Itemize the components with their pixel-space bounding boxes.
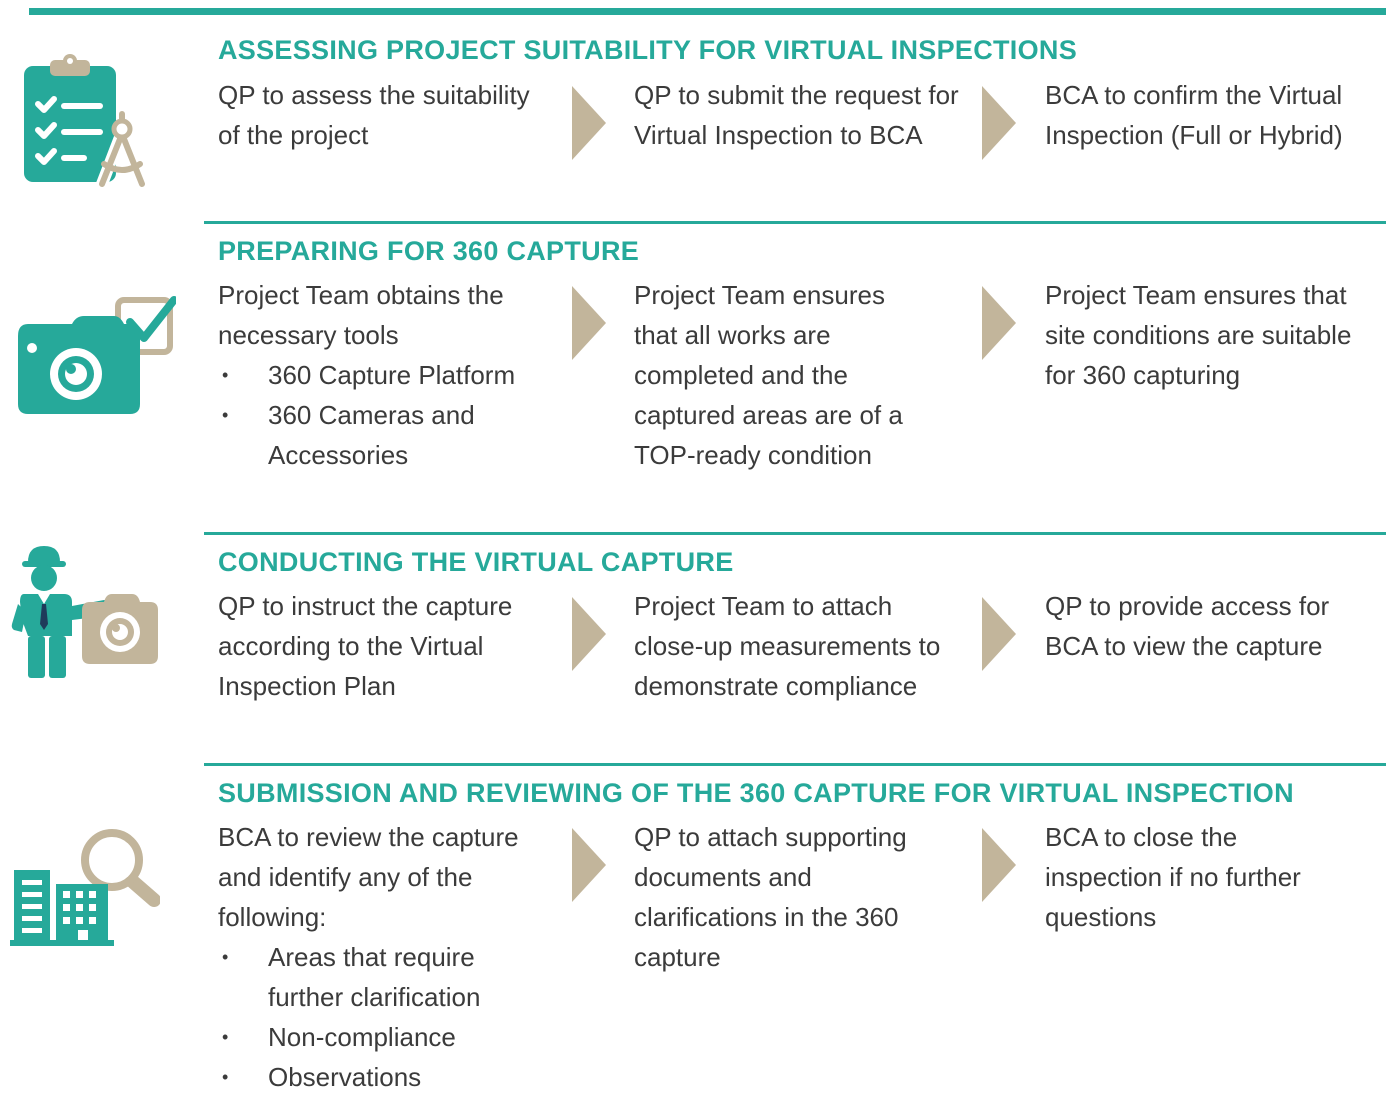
step-obtain-tools: Project Team obtains the necessary tools… <box>218 275 558 475</box>
step-attach-measurements: Project Team to attach close-up measurem… <box>634 586 944 706</box>
step-bca-confirm: BCA to confirm the Virtual Inspection (F… <box>1045 75 1385 155</box>
camera-checkbox-icon <box>18 296 176 414</box>
step-close-inspection: BCA to close the inspection if no furthe… <box>1045 817 1345 937</box>
section-title-preparing: PREPARING FOR 360 CAPTURE <box>218 236 640 266</box>
building-magnifier-icon <box>10 829 160 946</box>
step-site-conditions: Project Team ensures that site condition… <box>1045 275 1385 395</box>
step-text: Project Team ensures that all works are … <box>634 280 903 470</box>
list-item: 360 Cameras and Accessories <box>218 395 558 475</box>
step-attach-documents: QP to attach supporting documents and cl… <box>634 817 944 977</box>
chevron-right-icon <box>982 286 1016 360</box>
list-item: Areas that require further clarification <box>218 937 548 1017</box>
section-divider <box>204 763 1386 766</box>
list-item: 360 Capture Platform <box>218 355 558 395</box>
list-item: Non-compliance <box>218 1017 548 1057</box>
chevron-right-icon <box>572 597 606 671</box>
step-text: QP to instruct the capture according to … <box>218 591 513 701</box>
step-bca-review: BCA to review the capture and identify a… <box>218 817 548 1097</box>
chevron-right-icon <box>572 86 606 160</box>
chevron-right-icon <box>982 828 1016 902</box>
top-rule <box>29 8 1386 15</box>
section-divider <box>204 221 1386 224</box>
step-text: QP to provide access for BCA to view the… <box>1045 591 1330 661</box>
step-text: QP to assess the suitability of the proj… <box>218 80 530 150</box>
step-text: Project Team obtains the necessary tools <box>218 280 504 350</box>
step-works-completed: Project Team ensures that all works are … <box>634 275 934 475</box>
chevron-right-icon <box>982 86 1016 160</box>
step-text: BCA to close the inspection if no furthe… <box>1045 822 1301 932</box>
step-text: Project Team to attach close-up measurem… <box>634 591 941 701</box>
step-text: QP to attach supporting documents and cl… <box>634 822 907 972</box>
section-title-conducting: CONDUCTING THE VIRTUAL CAPTURE <box>218 547 734 577</box>
step-assess-suitability: QP to assess the suitability of the proj… <box>218 75 553 155</box>
review-items-list: Areas that require further clarification… <box>218 937 548 1097</box>
step-text: Project Team ensures that site condition… <box>1045 280 1352 390</box>
clipboard-checklist-compass-icon <box>24 54 148 190</box>
step-instruct-capture: QP to instruct the capture according to … <box>218 586 558 706</box>
list-item: Observations <box>218 1057 548 1097</box>
chevron-right-icon <box>572 828 606 902</box>
tools-list: 360 Capture Platform 360 Cameras and Acc… <box>218 355 558 475</box>
step-text: QP to submit the request for Virtual Ins… <box>634 80 959 150</box>
step-provide-access: QP to provide access for BCA to view the… <box>1045 586 1385 666</box>
section-divider <box>204 532 1386 535</box>
chevron-right-icon <box>572 286 606 360</box>
section-title-submission: SUBMISSION AND REVIEWING OF THE 360 CAPT… <box>218 778 1294 808</box>
step-submit-request: QP to submit the request for Virtual Ins… <box>634 75 964 155</box>
chevron-right-icon <box>982 597 1016 671</box>
step-text: BCA to review the capture and identify a… <box>218 822 519 932</box>
step-text: BCA to confirm the Virtual Inspection (F… <box>1045 80 1343 150</box>
section-title-assessing: ASSESSING PROJECT SUITABILITY FOR VIRTUA… <box>218 35 1078 65</box>
engineer-camera-icon <box>11 546 158 678</box>
